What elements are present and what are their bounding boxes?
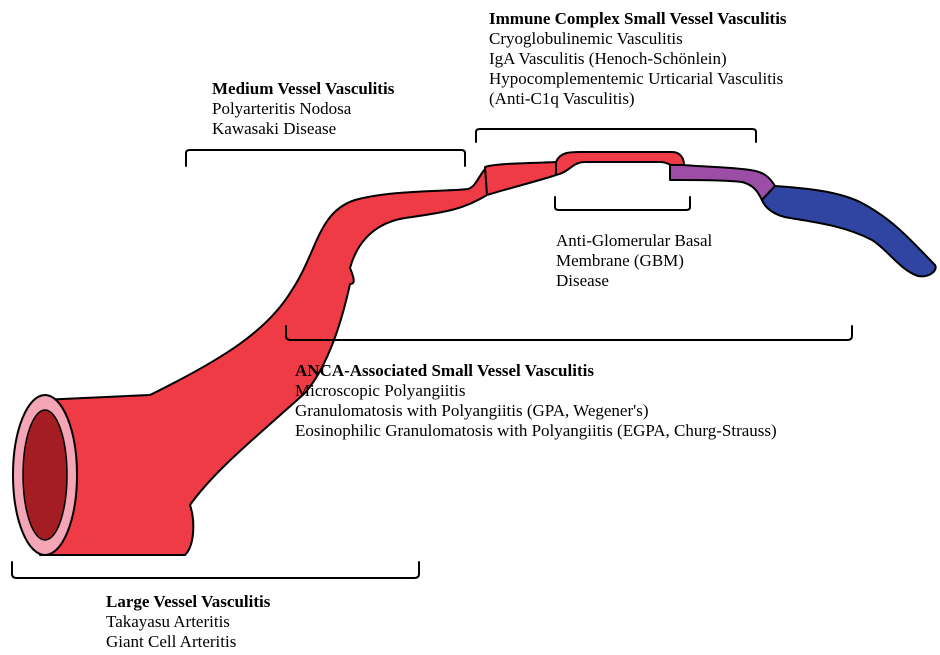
- medium-artery-segment: [485, 162, 556, 195]
- immune-complex-item: Hypocomplementemic Urticarial Vasculitis: [489, 69, 787, 89]
- immune-complex-bracket: [476, 129, 756, 142]
- anti-gbm-line: Anti-Glomerular Basal: [556, 231, 712, 251]
- medium-vessel-item: Kawasaki Disease: [212, 119, 394, 139]
- anca-title: ANCA-Associated Small Vessel Vasculitis: [295, 361, 777, 381]
- capillary-segment: [556, 152, 684, 175]
- anti-gbm-line: Membrane (GBM): [556, 251, 712, 271]
- immune-complex-label-block: Immune Complex Small Vessel Vasculitis C…: [489, 9, 787, 109]
- immune-complex-item: Cryoglobulinemic Vasculitis: [489, 29, 787, 49]
- anca-item: Granulomatosis with Polyangiitis (GPA, W…: [295, 401, 777, 421]
- anti-gbm-label-block: Anti-Glomerular Basal Membrane (GBM) Dis…: [556, 231, 712, 291]
- immune-complex-item: IgA Vasculitis (Henoch-Schönlein): [489, 49, 787, 69]
- anti-gbm-bracket: [555, 197, 690, 210]
- immune-complex-title: Immune Complex Small Vessel Vasculitis: [489, 9, 787, 29]
- large-vessel-label-block: Large Vessel Vasculitis Takayasu Arterit…: [106, 592, 270, 652]
- large-vessel-title: Large Vessel Vasculitis: [106, 592, 270, 612]
- large-vessel-bracket: [12, 562, 419, 578]
- medium-vessel-bracket: [186, 150, 465, 166]
- large-vessel-item: Takayasu Arteritis: [106, 612, 270, 632]
- anti-gbm-line: Disease: [556, 271, 712, 291]
- venule-segment: [670, 165, 775, 200]
- vein-segment: [762, 186, 936, 276]
- medium-vessel-label-block: Medium Vessel Vasculitis Polyarteritis N…: [212, 79, 394, 139]
- anca-label-block: ANCA-Associated Small Vessel Vasculitis …: [295, 361, 777, 441]
- medium-vessel-title: Medium Vessel Vasculitis: [212, 79, 394, 99]
- artery-lumen: [23, 410, 67, 540]
- anca-item: Eosinophilic Granulomatosis with Polyang…: [295, 421, 777, 441]
- anca-item: Microscopic Polyangiitis: [295, 381, 777, 401]
- large-vessel-item: Giant Cell Arteritis: [106, 632, 270, 652]
- immune-complex-item: (Anti-C1q Vasculitis): [489, 89, 787, 109]
- medium-vessel-item: Polyarteritis Nodosa: [212, 99, 394, 119]
- anca-bracket: [286, 326, 852, 340]
